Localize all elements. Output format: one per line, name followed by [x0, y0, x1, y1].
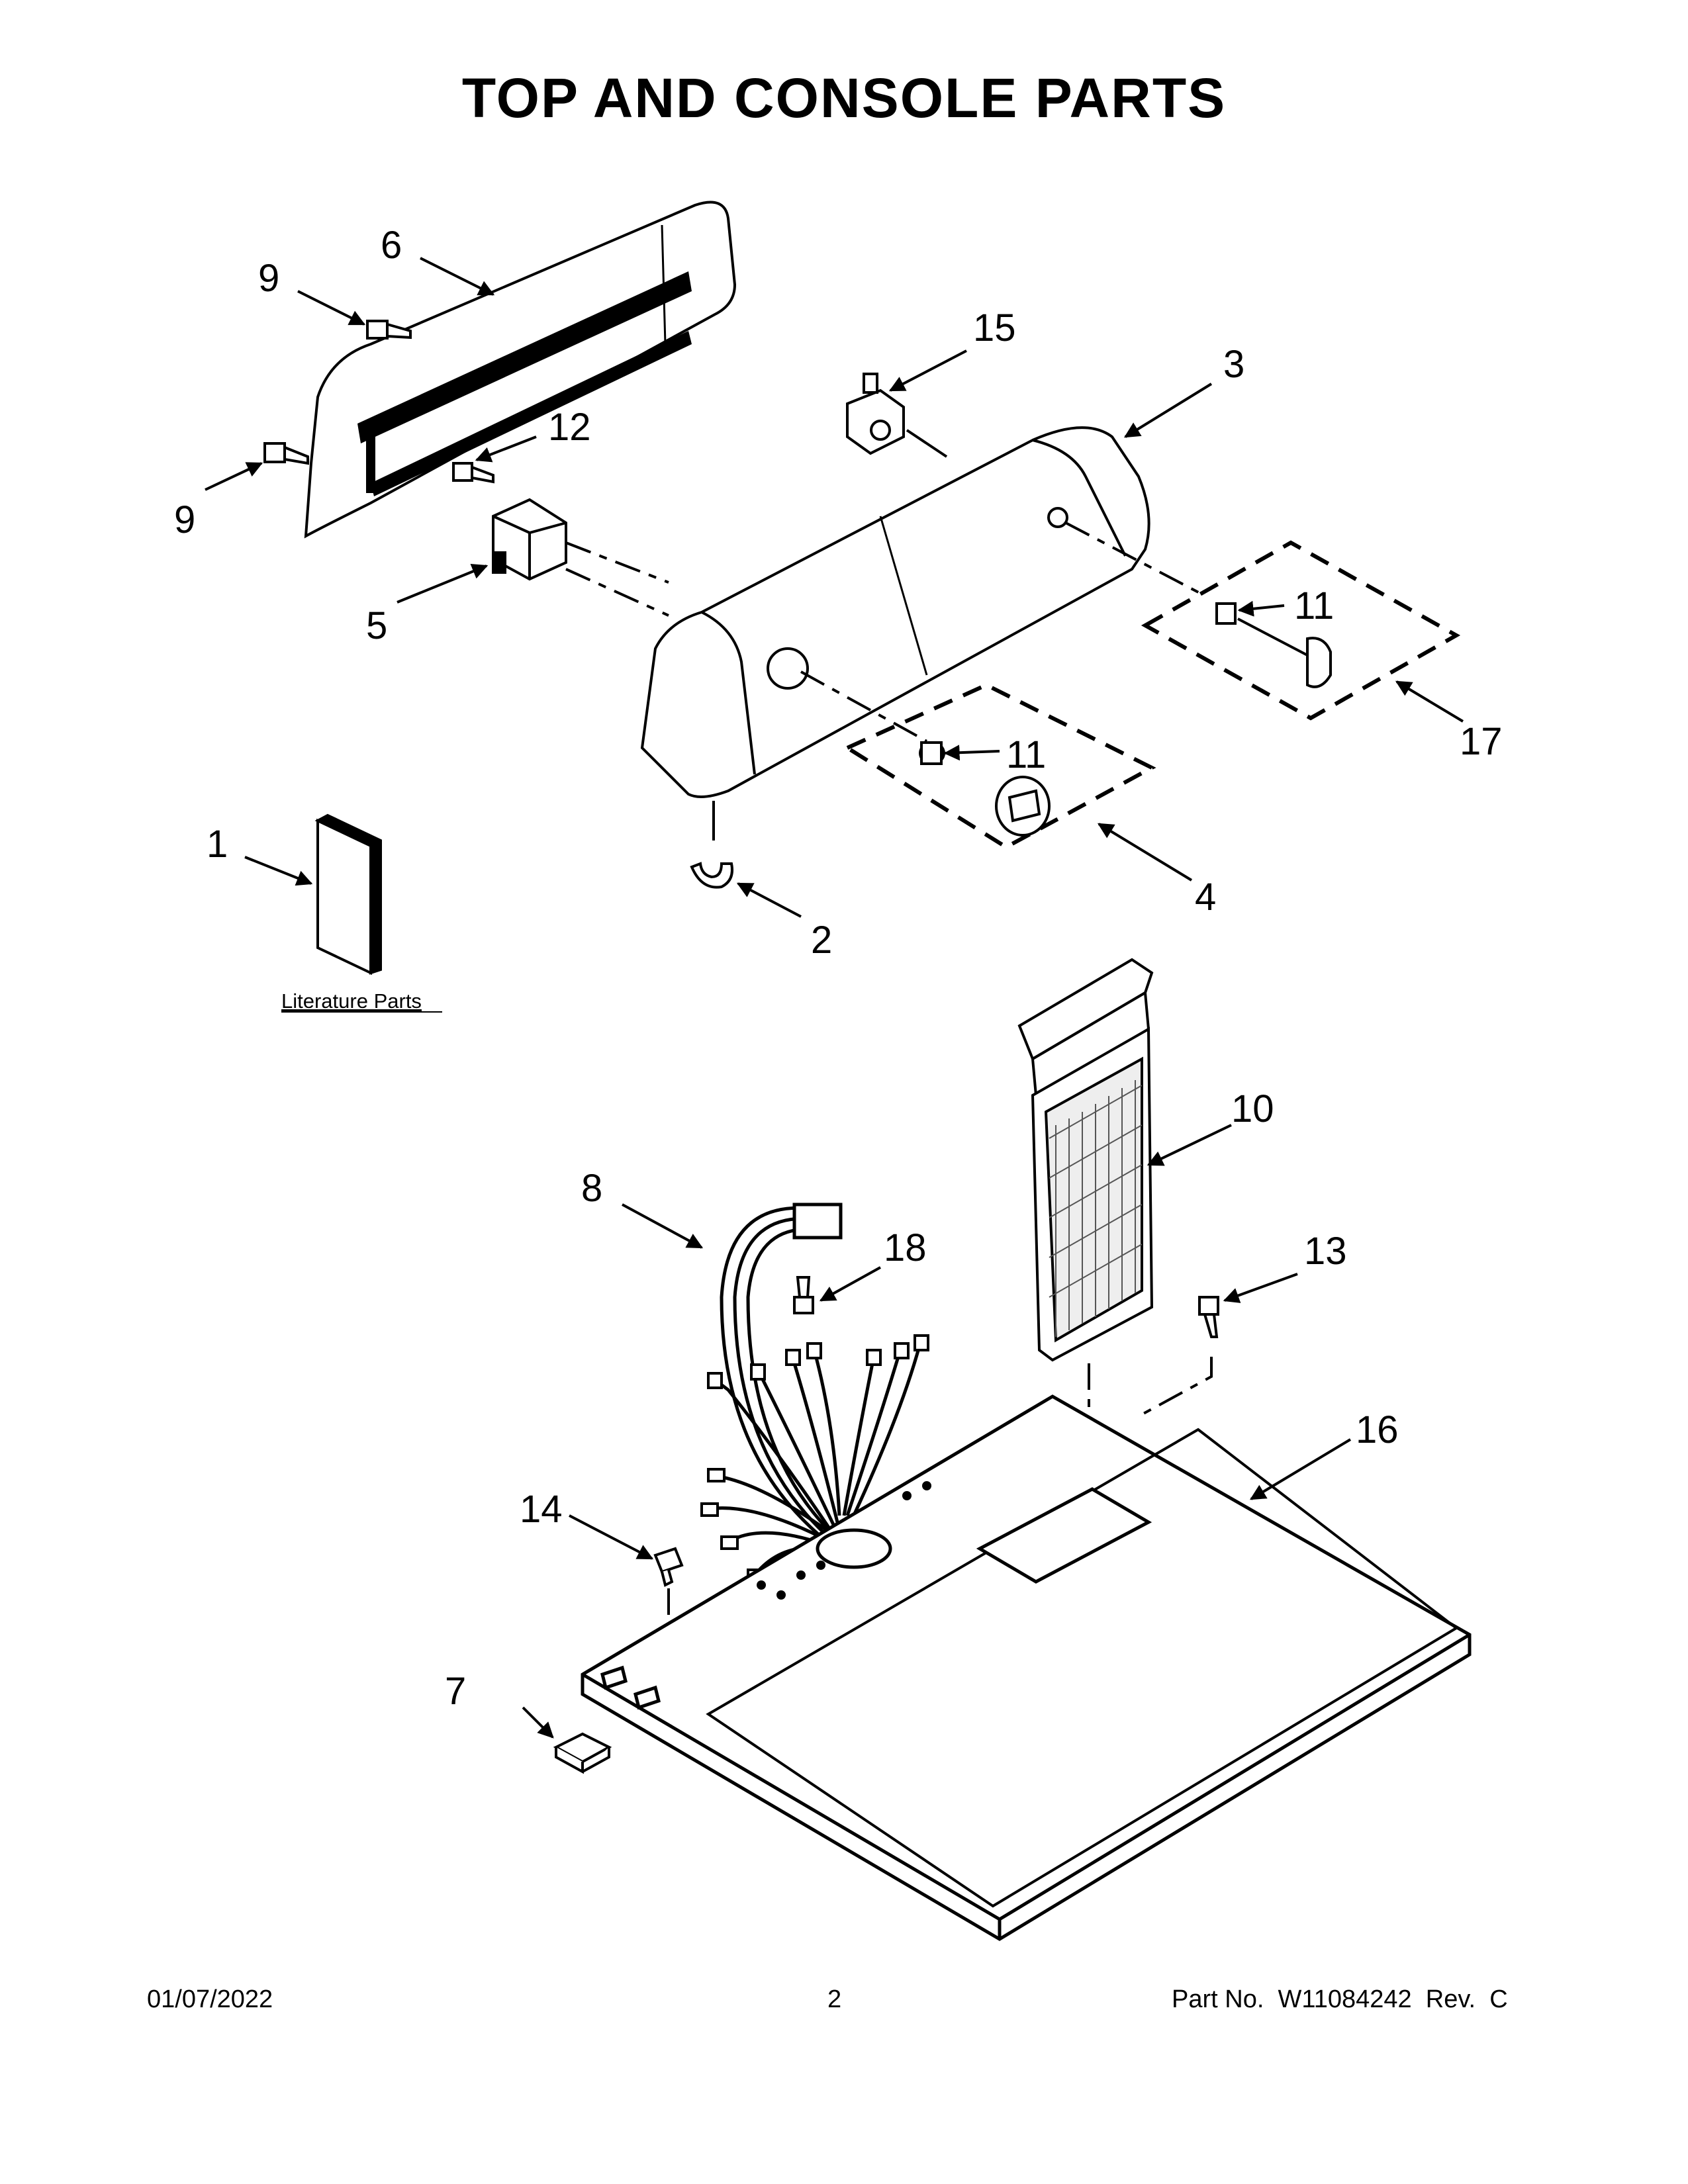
- callout-13: 13: [1304, 1230, 1347, 1273]
- callout-15: 15: [973, 306, 1016, 349]
- callout-8: 8: [581, 1167, 602, 1210]
- part-4-knob: [995, 776, 1051, 837]
- arrow-16: [1249, 1438, 1352, 1500]
- callout-16: 16: [1356, 1408, 1399, 1451]
- callout-5: 5: [366, 604, 387, 647]
- arrow-12: [475, 435, 537, 463]
- callout-9-upper: 9: [258, 257, 279, 300]
- part-12-screw: [452, 462, 494, 484]
- callout-9-lower: 9: [174, 498, 195, 541]
- arrow-6: [420, 257, 495, 296]
- callout-11-upper: 11: [1294, 584, 1334, 627]
- arrow-10: [1147, 1124, 1232, 1166]
- arrow-11-upper: [1237, 600, 1285, 617]
- part-15-switch: [846, 373, 948, 458]
- callout-3: 3: [1223, 343, 1244, 386]
- part-4-knob-kit: [843, 682, 1156, 850]
- arrow-15: [888, 349, 967, 392]
- callout-6: 6: [381, 224, 402, 267]
- arrow-1: [244, 856, 313, 886]
- part-6-console-back-panel: [304, 201, 737, 539]
- arrow-9-upper: [297, 290, 366, 326]
- part-11-knob-insert-lower: [919, 741, 945, 765]
- callout-11-lower: 11: [1006, 733, 1046, 776]
- arrow-13: [1223, 1273, 1298, 1303]
- part-16-top-panel: [581, 1394, 1472, 1941]
- part-3-control-console: [640, 426, 1205, 841]
- arrow-9-lower: [205, 462, 263, 491]
- callout-arrows: [205, 257, 1464, 1739]
- part-14-bracket: [653, 1547, 684, 1694]
- arrow-14: [569, 1514, 654, 1560]
- rev-prefix: Rev.: [1425, 1985, 1476, 2013]
- arrow-3: [1123, 383, 1213, 438]
- part-10-lint-screen: [1017, 958, 1154, 1489]
- callout-2: 2: [811, 919, 832, 962]
- arrow-18: [819, 1266, 881, 1302]
- part-18-screw: [793, 1276, 814, 1314]
- part-number: W11084242: [1278, 1985, 1412, 2013]
- callout-12: 12: [548, 406, 591, 449]
- footer-part-info: Part No. W11084242 Rev. C: [1172, 1985, 1508, 2014]
- page-title: TOP AND CONSOLE PARTS: [461, 67, 1227, 129]
- part-11-knob-insert-upper: [1215, 602, 1237, 625]
- part-9-screw-upper: [366, 320, 412, 340]
- arrow-8: [622, 1203, 704, 1249]
- callout-7: 7: [445, 1670, 466, 1713]
- callout-17: 17: [1460, 720, 1503, 763]
- arrow-2: [736, 882, 802, 918]
- arrow-11-lower: [943, 745, 1000, 761]
- part-5-timer: [492, 498, 669, 617]
- part-1-literature: [314, 813, 382, 976]
- callout-4: 4: [1195, 876, 1216, 919]
- footer-page-number: 2: [827, 1985, 842, 2013]
- part-17-knob-kit: [1141, 540, 1461, 721]
- footer-date: 01/07/2022: [147, 1985, 273, 2013]
- callout-14: 14: [520, 1488, 563, 1531]
- part-17-knob: [1237, 617, 1332, 688]
- part-7-pad: [553, 1732, 612, 1774]
- part-no-prefix: Part No.: [1172, 1985, 1264, 2013]
- callout-10: 10: [1231, 1087, 1274, 1130]
- arrow-17: [1395, 680, 1464, 723]
- arrow-4: [1097, 823, 1193, 882]
- arrow-7: [522, 1706, 554, 1739]
- part-13-screw: [1138, 1296, 1219, 1418]
- rev-value: C: [1489, 1985, 1508, 2013]
- part-2-clip: [690, 862, 733, 889]
- callout-labels: 9 6 9 12 5 15 3 11 17 11 4 2 1 10 8 18 1…: [174, 224, 1503, 1713]
- part-9-screw-lower: [263, 442, 309, 465]
- callout-1: 1: [207, 823, 228, 866]
- arrow-5: [397, 564, 489, 604]
- literature-parts-label[interactable]: Literature Parts: [281, 989, 422, 1013]
- callout-18: 18: [884, 1226, 927, 1269]
